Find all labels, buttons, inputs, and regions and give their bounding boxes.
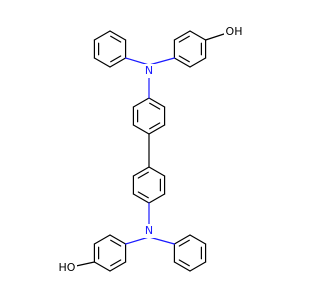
bottom-phenol-ring-bond-0 [109,234,127,245]
top-phenol-ring-double-bond-5 [178,35,190,43]
lower-biphenyl-ring-double-bond-3 [137,191,149,199]
upper-biphenyl-ring-bond-5 [132,97,150,108]
bottom-phenyl-ring-double-bond-5 [178,239,190,247]
lower-biphenyl-ring-bond-5 [132,166,150,177]
top-phenol-ring-bond-2 [189,57,207,68]
n-top-phenyl-bond [124,57,150,66]
top-hydroxyl-bond [204,33,225,41]
bottom-phenyl-ring-double-bond-3 [178,259,190,267]
hydroxyl-bottom-label-background [57,261,77,275]
hydroxyl-bottom-label: HO [59,261,76,274]
bottom-phenyl-ring-bond-5 [173,234,191,245]
bottom-phenol-ring-bond-3 [93,261,111,272]
hydroxyl-top-group: OH [224,25,244,39]
nitrogen-top-group: N [143,64,155,78]
bottom-phenol-ring-bond-2 [109,261,127,272]
upper-biphenyl-ring-double-bond-2 [149,122,161,130]
top-phenol-ring-bond-0 [189,30,207,41]
bottom-phenyl-ring-bond-0 [189,234,207,245]
top-phenol-ring-bond-3 [173,57,191,68]
n-bottom-phenol-bond [124,236,150,245]
top-phenol-ring-bond-5 [173,30,191,41]
n-bottom-phenyl-bond [148,236,176,245]
bond-layer [75,30,225,272]
top-phenyl-ring-bond-0 [109,30,127,41]
top-phenyl-ring-bond-2 [109,57,127,68]
lower-biphenyl-ring-bond-3 [132,193,150,204]
top-phenol-ring-double-bond-3 [178,55,190,63]
hydroxyl-top-label-background [224,25,244,39]
nitrogen-bottom-label: N [145,224,153,237]
n-top-phenol-bond [148,57,176,66]
upper-biphenyl-ring-bond-2 [148,124,166,135]
lower-biphenyl-ring-bond-2 [148,193,166,204]
hydroxyl-top-label: OH [226,25,243,38]
nitrogen-bottom-group: N [143,224,155,238]
nitrogen-top-label-background [143,64,155,78]
nitrogen-bottom-label-background [143,224,155,238]
structure-diagram: N N OH HO [57,25,244,275]
upper-biphenyl-ring-bond-0 [148,97,166,108]
lower-biphenyl-ring-double-bond-5 [137,171,149,179]
top-phenyl-ring-bond-3 [93,57,111,68]
bottom-hydroxyl-bond [75,261,96,267]
nitrogen-top-label: N [145,64,153,77]
bottom-phenyl-ring-bond-2 [189,261,207,272]
top-phenyl-ring-double-bond-0 [110,35,122,43]
hydroxyl-bottom-group: HO [57,261,77,275]
top-phenyl-ring-double-bond-2 [110,55,122,63]
bottom-phenol-ring-bond-5 [93,234,111,245]
bottom-phenol-ring-double-bond-0 [110,239,122,247]
lower-biphenyl-ring-bond-0 [148,166,166,177]
bottom-phenol-ring-double-bond-2 [110,259,122,267]
top-phenyl-ring-bond-5 [93,30,111,41]
upper-biphenyl-ring-double-bond-0 [149,102,161,110]
bottom-phenyl-ring-bond-3 [173,261,191,272]
upper-biphenyl-ring-bond-3 [132,124,150,135]
